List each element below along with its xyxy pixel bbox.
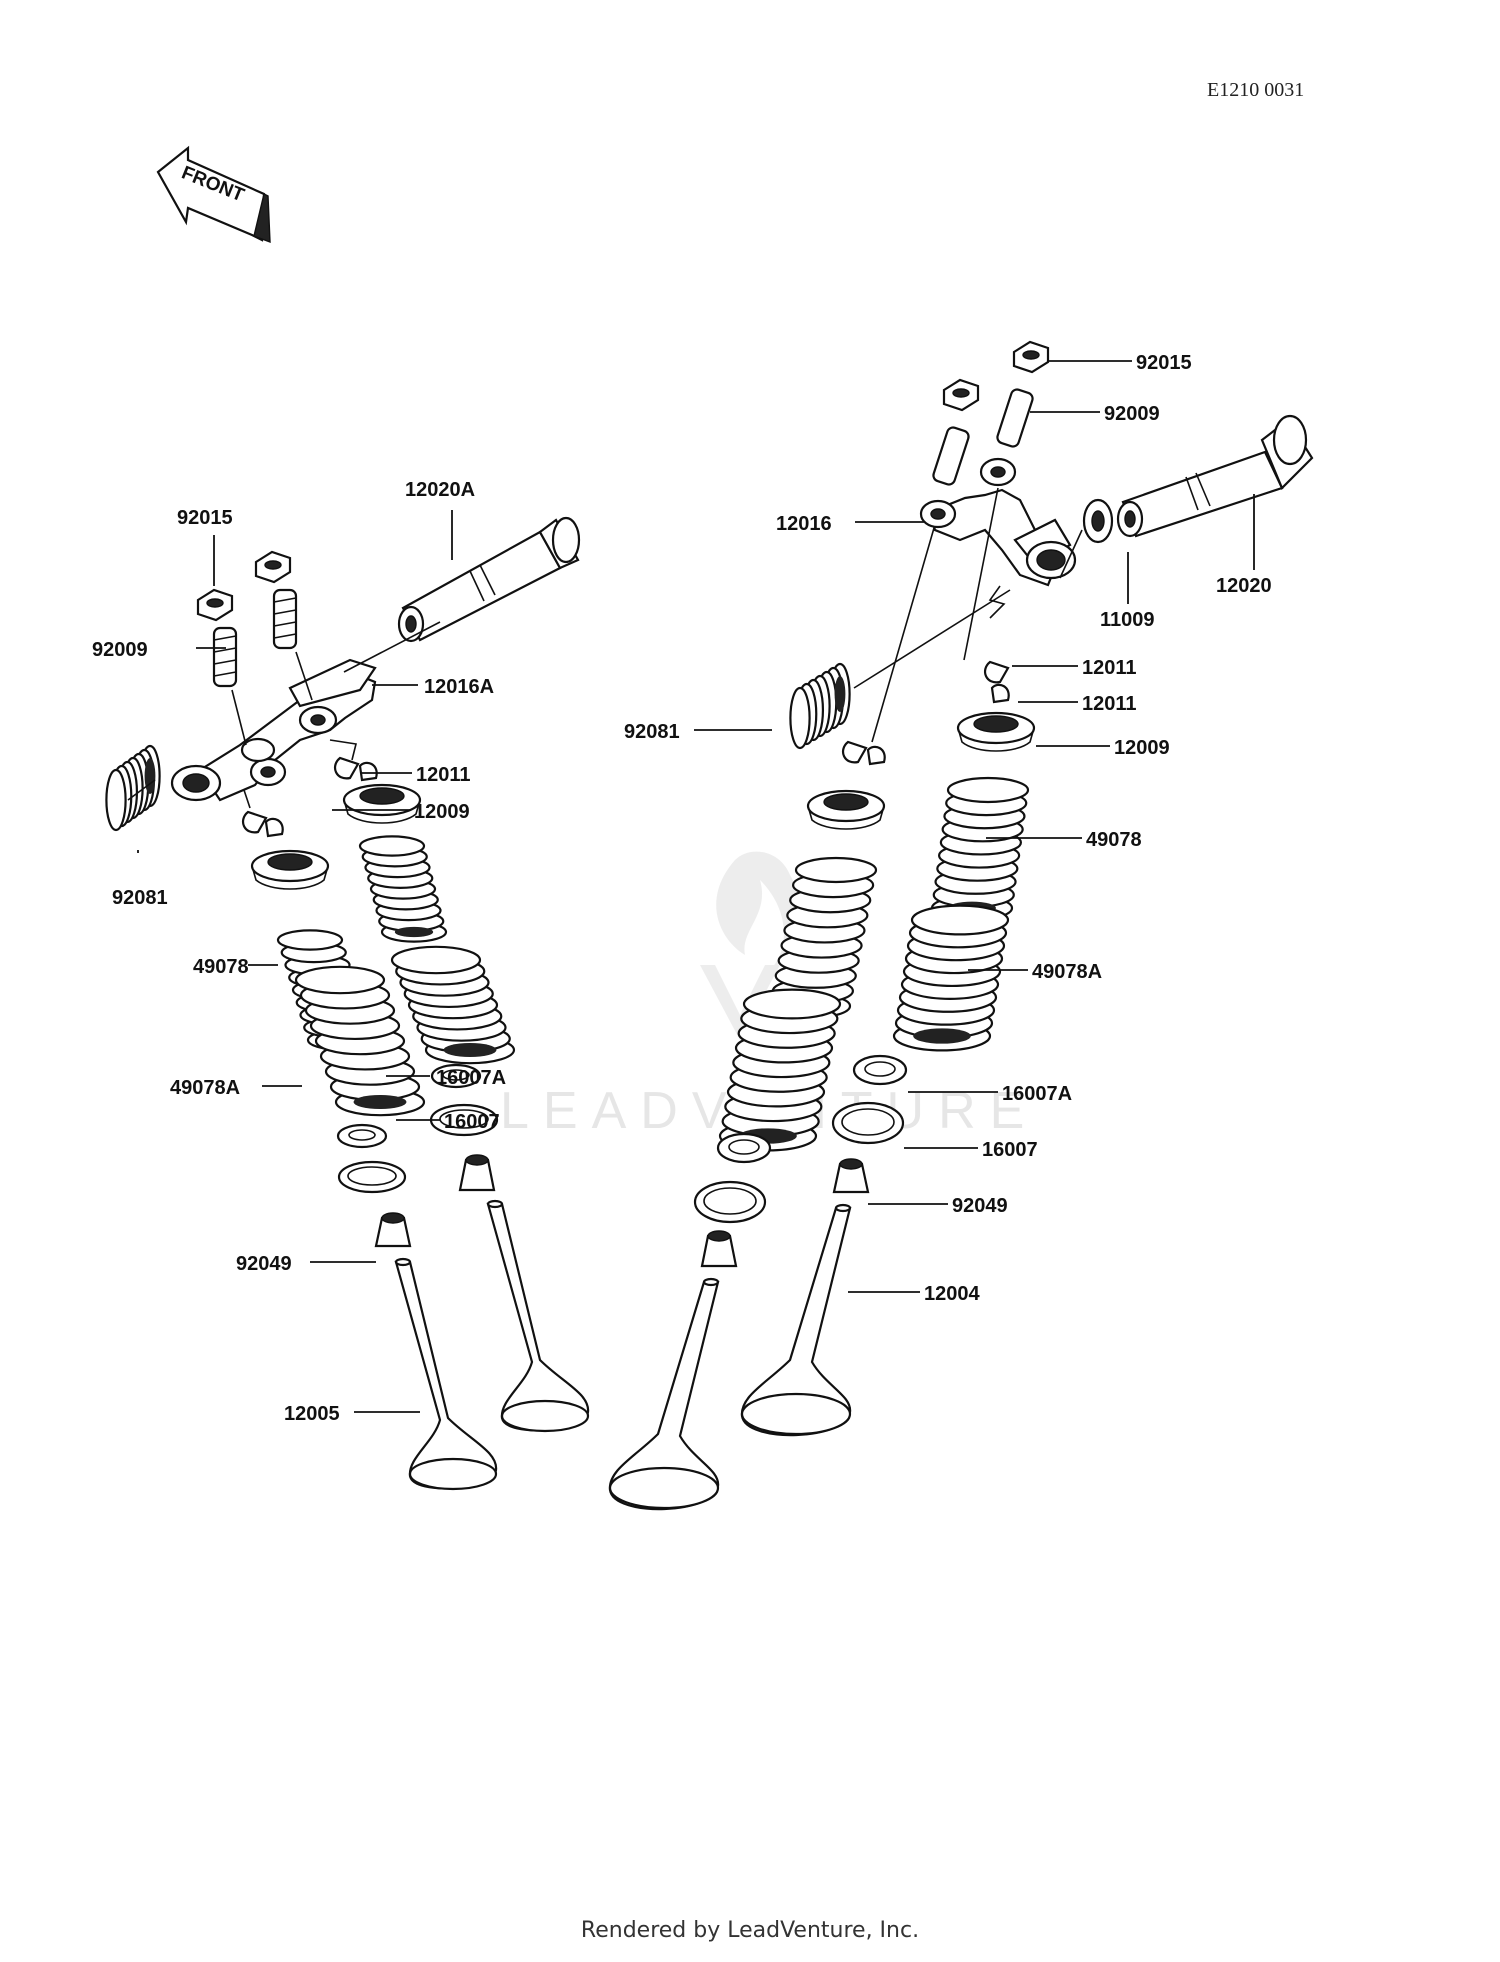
- part-12009-retainer-right-b: [806, 789, 886, 830]
- part-92049-stem-seal-left-a: [374, 1212, 412, 1248]
- part-12016-rocker-arm: [919, 457, 1077, 587]
- assembly-guide-lines: [127, 487, 1083, 809]
- part-12020A-rocker-shaft: [397, 516, 581, 643]
- callout-49078A-right: 49078A: [1032, 961, 1102, 983]
- callout-92015-right: 92015: [1136, 352, 1192, 374]
- part-12011-keeper-right-b: [841, 740, 886, 766]
- callout-92049-left: 92049: [236, 1253, 292, 1275]
- callout-12016A: 12016A: [424, 676, 494, 698]
- part-12016A-rocker-arm: [170, 658, 377, 802]
- callout-92009-right: 92009: [1104, 403, 1160, 425]
- part-11009-washer: [1082, 498, 1114, 544]
- part-12009-retainer-left-a: [250, 849, 330, 890]
- part-16007A-seat-left-b: [430, 1063, 482, 1089]
- part-12020-rocker-shaft: [1116, 414, 1314, 538]
- callout-12020: 12020: [1216, 575, 1272, 597]
- part-49078A-outer-spring-right-b: [718, 988, 842, 1152]
- callout-12016: 12016: [776, 513, 832, 535]
- callout-49078A-left: 49078A: [170, 1077, 240, 1099]
- callout-16007-right: 16007: [982, 1139, 1038, 1161]
- part-92015-nut-right-a: [1012, 340, 1050, 374]
- part-92049-stem-seal-right-a: [832, 1158, 870, 1194]
- part-49078A-outer-spring-left-a: [294, 965, 426, 1117]
- callout-16007-left: 16007: [444, 1111, 500, 1133]
- callout-12004: 12004: [924, 1283, 980, 1305]
- diagram-code: E1210 0031: [1207, 79, 1304, 101]
- part-49078A-outer-spring-right-a: [892, 904, 1010, 1052]
- callout-12005: 12005: [284, 1403, 340, 1425]
- part-12004-valve-right-b: [608, 1277, 720, 1511]
- callout-92009-left: 92009: [92, 639, 148, 661]
- callout-16007A-right: 16007A: [1002, 1083, 1072, 1105]
- part-16007-seat-right-b: [693, 1180, 767, 1224]
- callout-12011-right-b: 12011: [1082, 693, 1137, 715]
- part-16007A-seat-right-a: [852, 1054, 908, 1086]
- part-49078-inner-spring-left-b: [358, 835, 448, 943]
- part-92049-stem-seal-right-b: [700, 1230, 738, 1268]
- part-16007-seat-left-a: [337, 1160, 407, 1194]
- part-12009-retainer-right-a: [956, 711, 1036, 752]
- watermark-logo: [700, 851, 801, 1040]
- callout-12009-left: 12009: [414, 801, 470, 823]
- footer-credit: Rendered by LeadVenture, Inc.: [580, 1918, 920, 1943]
- callout-49078-right: 49078: [1086, 829, 1142, 851]
- part-16007A-seat-left-a: [336, 1123, 388, 1149]
- part-49078A-outer-spring-left-b: [390, 945, 516, 1065]
- part-16007-seat-right-a: [831, 1101, 905, 1145]
- part-92009-adjuster-right-a: [996, 388, 1034, 448]
- callout-12020A: 12020A: [405, 479, 475, 501]
- callout-12011-right-a: 12011: [1082, 657, 1137, 679]
- part-12005-valve-left-a: [394, 1257, 498, 1491]
- part-92015-nut-right-b: [942, 378, 980, 412]
- part-12004-valve-right-a: [740, 1203, 852, 1437]
- part-12009-retainer-left-b: [342, 783, 422, 824]
- callout-11009: 11009: [1100, 609, 1155, 631]
- part-92015-nut-left-a: [196, 588, 234, 622]
- part-12005-valve-left-b: [486, 1199, 590, 1433]
- part-92015-nut-left-b: [254, 550, 292, 584]
- part-92009-adjuster-left-a: [212, 626, 238, 688]
- part-92009-adjuster-right-b: [932, 426, 970, 486]
- callout-92081-right: 92081: [624, 721, 680, 743]
- part-92081-spring-right: [789, 662, 851, 750]
- part-12011-keeper-left-b: [333, 756, 378, 782]
- part-92049-stem-seal-left-b: [458, 1154, 496, 1192]
- callout-12011-left: 12011: [416, 764, 471, 786]
- part-12011-keeper-right-a: [983, 660, 1010, 704]
- callout-92015-left: 92015: [177, 507, 233, 529]
- part-16007A-seat-right-b: [716, 1132, 772, 1164]
- callout-49078-left: 49078: [193, 956, 249, 978]
- part-12011-keeper-left-a: [241, 810, 284, 838]
- callout-16007A-left: 16007A: [436, 1067, 506, 1089]
- part-49078-inner-spring-right-a: [930, 776, 1030, 922]
- callout-92081-left: 92081: [112, 887, 168, 909]
- part-92009-adjuster-left-b: [272, 588, 298, 650]
- part-92081-spring-left: [105, 744, 161, 832]
- front-arrow-icon: FRONT: [156, 145, 271, 244]
- leader-lines: [137, 360, 1255, 1413]
- callout-92049-right: 92049: [952, 1195, 1008, 1217]
- callout-12009-right: 12009: [1114, 737, 1170, 759]
